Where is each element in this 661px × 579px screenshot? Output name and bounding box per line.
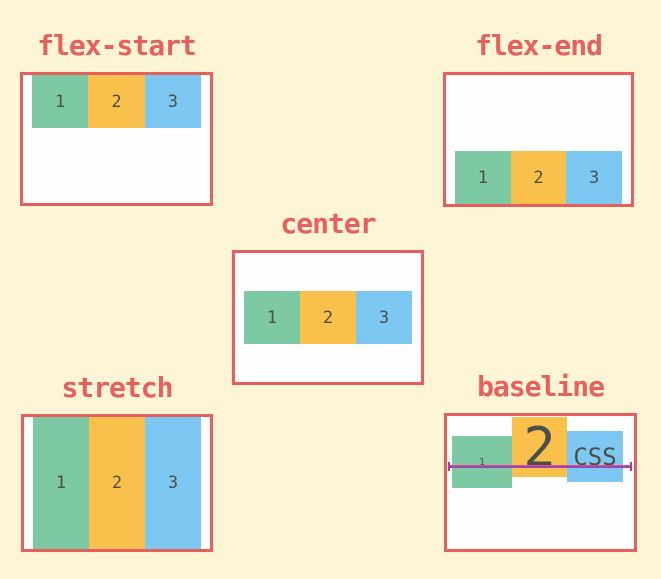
panel-title-stretch: stretch <box>61 371 173 404</box>
flex-item-2: 2 <box>300 291 356 344</box>
panel-title-flex-end: flex-end <box>475 29 603 62</box>
flex-item-3: 3 <box>356 291 412 344</box>
panel-flex-end: 1 2 3 <box>443 72 634 207</box>
baseline-item-css: CSS <box>567 431 623 482</box>
flex-item-1: 1 <box>455 151 511 204</box>
panel-title-baseline: baseline <box>477 370 605 403</box>
flex-item-2: 2 <box>89 417 145 549</box>
baseline-line-right-cap <box>630 462 632 471</box>
flex-item-3: 3 <box>144 75 201 128</box>
flex-item-2: 2 <box>510 151 567 204</box>
baseline-indicator-line <box>448 462 632 471</box>
flex-item-1: 1 <box>244 291 300 344</box>
panel-title-center: center <box>280 207 376 240</box>
panel-title-flex-start: flex-start <box>37 29 197 62</box>
flex-item-3: 3 <box>566 151 623 204</box>
baseline-line-left-cap <box>448 462 450 471</box>
panel-center: 1 2 3 <box>232 250 424 385</box>
flex-item-2: 2 <box>88 75 145 128</box>
baseline-item-2: 2 <box>512 416 567 479</box>
flex-item-1: 1 <box>32 75 89 128</box>
flex-item-3: 3 <box>145 417 201 549</box>
panel-baseline: 1 2 CSS <box>444 413 637 552</box>
flex-item-1: 1 <box>33 417 89 549</box>
panel-flex-start: 1 2 3 <box>20 72 213 206</box>
panel-stretch: 1 2 3 <box>21 414 213 552</box>
baseline-item-1: 1 <box>452 436 512 488</box>
